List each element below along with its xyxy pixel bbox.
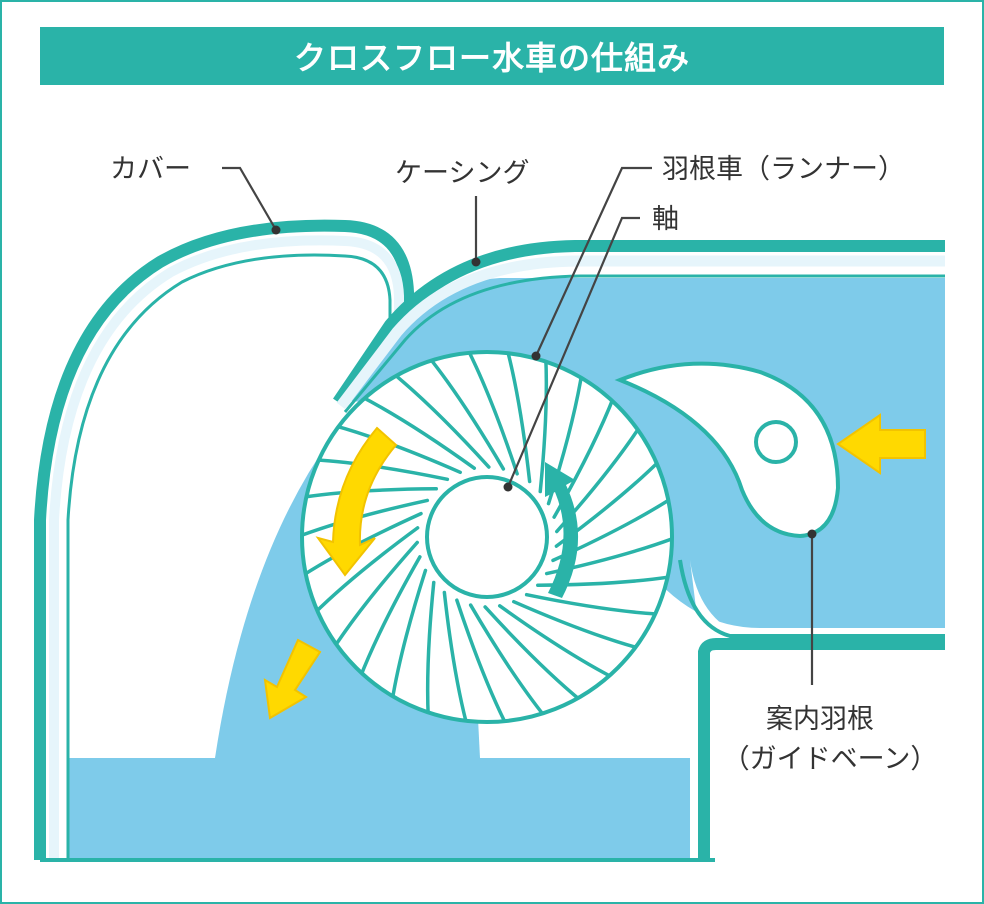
runner-blade bbox=[455, 598, 509, 722]
runner-leader bbox=[534, 166, 652, 357]
runner-blade bbox=[390, 370, 491, 469]
runner-blade bbox=[331, 540, 419, 651]
guide-vane-label-1: 案内羽根 bbox=[766, 704, 874, 735]
rotation-arrow bbox=[545, 462, 579, 598]
runner-blade bbox=[468, 603, 548, 720]
runner-blade bbox=[311, 526, 420, 617]
casing-shell bbox=[333, 240, 945, 406]
runner-flow-arrow bbox=[315, 426, 398, 577]
lower-casing bbox=[690, 560, 945, 860]
casing-band bbox=[336, 255, 945, 410]
water-pool bbox=[68, 758, 690, 860]
runner-blade bbox=[426, 354, 506, 471]
runner-blade bbox=[497, 604, 616, 680]
runner-blade bbox=[512, 599, 643, 651]
runner-blade bbox=[465, 352, 519, 476]
inflow-arrow bbox=[836, 413, 926, 475]
casing-label: ケーシング bbox=[395, 158, 529, 189]
runner-label: 羽根車（ランナー） bbox=[662, 154, 905, 185]
cover-label: カバー bbox=[110, 154, 191, 185]
runner-blade bbox=[390, 568, 428, 704]
cover-shell bbox=[34, 219, 414, 860]
casing-inner bbox=[343, 274, 945, 413]
runner-blade bbox=[442, 590, 469, 722]
runner-blade bbox=[425, 580, 436, 720]
diagram-title: クロスフロー水車の仕組み bbox=[293, 39, 690, 77]
lower-casing-outline bbox=[678, 559, 945, 638]
runner-blade bbox=[358, 394, 477, 470]
shaft-leader bbox=[506, 216, 640, 488]
guide-vane bbox=[614, 361, 841, 539]
cover-inner-line bbox=[66, 253, 392, 860]
runner-blade bbox=[358, 555, 422, 680]
lower-casing-band bbox=[698, 638, 945, 860]
cover-leader bbox=[222, 166, 277, 231]
title-banner: クロスフロー水車の仕組み bbox=[40, 27, 944, 85]
runner-blade bbox=[538, 354, 549, 494]
cover-band bbox=[49, 235, 404, 860]
runner-blade bbox=[483, 605, 584, 704]
shaft-label: 軸 bbox=[652, 204, 679, 235]
runner-blade bbox=[505, 352, 532, 484]
guide-vane-label-2: （ガイドベーン） bbox=[723, 744, 938, 775]
outflow-arrow bbox=[263, 638, 322, 720]
runner-blade bbox=[524, 592, 663, 617]
runner-hub bbox=[425, 475, 549, 599]
leader-lines bbox=[222, 166, 817, 685]
